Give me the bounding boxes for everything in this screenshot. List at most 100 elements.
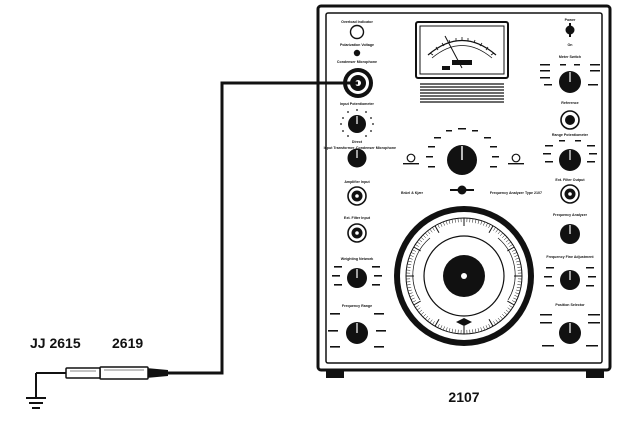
label-overload-indicator: Overload Indicator (341, 20, 373, 24)
probe-label-adaptor: JJ 2615 (30, 335, 81, 351)
meter-scale-arc-outer (427, 39, 497, 56)
range-potentiometer-knob[interactable] (543, 140, 597, 171)
dial-tick (406, 284, 411, 286)
frequency-analyzer-knob[interactable] (560, 224, 580, 244)
dial-tick (505, 239, 510, 243)
reference-knob[interactable] (560, 110, 580, 130)
dial-tick (434, 225, 440, 233)
dial-tick (517, 284, 522, 286)
dial-tick (432, 321, 435, 325)
label-instrument-type: Frequency Analyzer Type 2107 (490, 191, 542, 195)
dial-tick (407, 286, 412, 289)
power-switch[interactable] (565, 23, 575, 37)
dial-tick (445, 220, 448, 225)
dial-spiral-scale (412, 237, 431, 301)
calibration-switch[interactable] (450, 185, 474, 195)
dial-tick (515, 292, 520, 295)
dial-tick (448, 219, 451, 224)
dial-tick (495, 319, 499, 324)
adaptor-jj2615-body (65, 367, 101, 379)
dial-tick (509, 244, 513, 247)
dial-tick (493, 227, 496, 231)
meter-range-scale-marks (426, 128, 499, 168)
frequency-range-knob[interactable] (328, 313, 386, 348)
dial-tick (515, 257, 520, 260)
dial-tick (427, 230, 431, 235)
dial-tick (488, 319, 494, 327)
dial-tick (415, 244, 419, 247)
dial-tick (454, 329, 456, 334)
cable-plug (146, 368, 168, 378)
dial-tick (480, 220, 483, 225)
dial-tick (407, 289, 412, 292)
dial-tick (418, 309, 423, 313)
ext-filter-input-jack[interactable] (347, 223, 367, 243)
label-position-selector: Position Selector (555, 303, 585, 307)
label-amplifier-input: Amplifier Input (344, 180, 370, 184)
left-indicator-lamp (403, 153, 419, 165)
overload-indicator-lamp (349, 24, 365, 40)
dial-tick (445, 327, 448, 332)
dial-tick (440, 325, 443, 330)
dial-tick (514, 254, 519, 257)
frequency-analyzer-instrument: Overload Indicator Polarization Voltage … (316, 4, 612, 378)
label-meter-switch: Meter Switch (559, 55, 581, 59)
dial-tick (425, 315, 429, 320)
label-power-on: On (568, 43, 573, 47)
dial-tick (472, 329, 474, 334)
dial-tick (416, 241, 421, 245)
dial-tick (480, 327, 483, 332)
frequency-dial[interactable] (394, 206, 534, 346)
frequency-dial-ticks (406, 218, 522, 334)
meter-switch-knob[interactable] (540, 64, 600, 93)
dial-tick (425, 232, 429, 237)
weighting-network-knob[interactable] (332, 266, 382, 288)
preamplifier-2619-body (99, 366, 149, 380)
microphone-probe-assembly (26, 366, 168, 409)
label-ext-filter-output: Ext. Filter Output (555, 178, 585, 182)
dial-tick (502, 234, 506, 238)
label-power: Power (565, 18, 576, 22)
position-selector-knob[interactable] (540, 314, 600, 347)
meter-range-knob[interactable] (426, 128, 499, 175)
dial-tick (517, 266, 522, 268)
ext-filter-output-jack[interactable] (560, 184, 580, 204)
dial-tick (502, 314, 506, 318)
dial-tick (495, 228, 499, 233)
dial-tick (412, 300, 417, 303)
dial-tick (503, 237, 508, 241)
frequency-fine-adjustment-knob[interactable] (544, 267, 596, 290)
ventilation-grille (420, 83, 504, 103)
dial-tick (408, 292, 413, 295)
cabinet-foot-right (586, 368, 604, 378)
right-indicator-lamp (508, 153, 524, 165)
dial-tick (427, 317, 431, 322)
dial-tick (412, 249, 417, 252)
polarization-switch[interactable] (353, 49, 361, 57)
dial-tick (507, 241, 512, 245)
amplifier-input-jack[interactable] (347, 186, 367, 206)
dial-tick (477, 219, 480, 224)
dial-tick (429, 319, 433, 324)
input-potentiometer-knob[interactable] (340, 109, 374, 137)
dial-tick (406, 266, 411, 268)
cabinet-foot-left (326, 368, 344, 378)
input-selector-knob[interactable] (347, 148, 367, 168)
input-potentiometer-scale-dots (340, 109, 374, 137)
dial-tick (407, 263, 412, 266)
meter-scale-ticks (429, 37, 495, 56)
dial-tick (488, 225, 494, 233)
dial-tick (410, 252, 415, 255)
meter-zero-adjust[interactable] (442, 66, 450, 70)
dial-tick (437, 224, 440, 229)
dial-tick (407, 260, 412, 263)
label-frequency-fine-adjustment: Frequency Fine Adjustment (546, 255, 594, 259)
dial-tick (422, 234, 426, 238)
range-potentiometer-scale-marks (543, 140, 597, 163)
dial-tick (509, 305, 513, 308)
dial-tick (505, 309, 510, 313)
dial-tick (497, 317, 501, 322)
dial-tick (409, 254, 414, 257)
dial-tick (454, 218, 456, 223)
